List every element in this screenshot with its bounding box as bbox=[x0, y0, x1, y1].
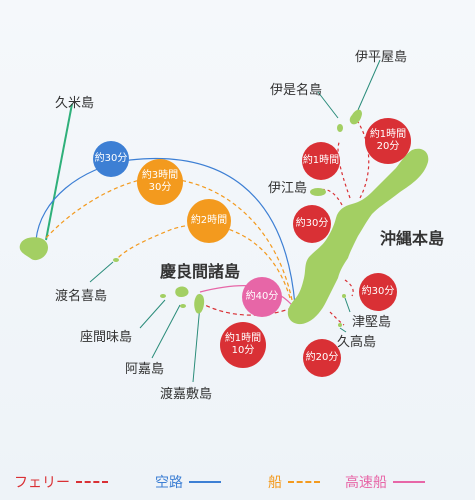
badge-text: 約1時間 bbox=[369, 129, 407, 140]
badge-kerama-ferry: 約1時間 10分 bbox=[220, 322, 266, 368]
zamami-pointer bbox=[139, 299, 166, 329]
ferry-route-iheya bbox=[357, 121, 370, 199]
badge-ie-ferry: 約30分 bbox=[293, 205, 331, 243]
ferry-route-kerama bbox=[204, 304, 293, 316]
label-okinawa: 沖縄本島 bbox=[380, 229, 445, 248]
legend-ship-label: 船 bbox=[268, 475, 282, 491]
badge-text: 約1時間 bbox=[302, 155, 340, 166]
legend-ship: 船 bbox=[268, 472, 320, 492]
badge-tsuken-ferry: 約30分 bbox=[359, 273, 397, 311]
aka-pointer bbox=[151, 304, 181, 359]
label-iheya: 伊平屋島 bbox=[355, 50, 408, 65]
ferry-route-kudaka bbox=[329, 311, 345, 326]
badge-text: 約30分 bbox=[94, 153, 128, 164]
tsuken-pointer bbox=[344, 297, 351, 313]
badge-kume-ship: 約3時間 30分 bbox=[137, 159, 183, 205]
kudaka-pointer bbox=[339, 327, 347, 333]
island-zamami-small bbox=[160, 294, 166, 298]
label-ie: 伊江島 bbox=[268, 181, 308, 196]
badge-text: 約3時間 bbox=[141, 170, 179, 181]
badge-text: 10分 bbox=[231, 345, 255, 356]
badge-tonaki-ship: 約2時間 bbox=[187, 199, 231, 243]
badge-text: 約40分 bbox=[245, 291, 279, 302]
tokashiki-pointer bbox=[192, 304, 201, 383]
island-zamami bbox=[175, 286, 189, 297]
island-ie bbox=[310, 188, 326, 196]
island-izena bbox=[337, 124, 343, 132]
label-izena: 伊是名島 bbox=[270, 83, 323, 98]
legend-highspeed-label: 高速船 bbox=[345, 475, 387, 491]
tonaki-pointer bbox=[89, 261, 114, 283]
badge-kerama-highspeed: 約40分 bbox=[242, 277, 282, 317]
label-tonaki: 渡名喜島 bbox=[55, 289, 108, 304]
legend-highspeed-line bbox=[393, 481, 425, 483]
island-tonaki bbox=[113, 258, 119, 262]
label-zamami: 座間味島 bbox=[80, 330, 133, 345]
label-kerama: 慶良間諸島 bbox=[160, 262, 241, 281]
legend-ferry: フェリー bbox=[14, 472, 108, 492]
kume-pointer-line bbox=[45, 103, 73, 241]
legend-air: 空路 bbox=[155, 472, 221, 492]
island-iheya bbox=[349, 109, 362, 125]
ferry-route-tsuken bbox=[344, 279, 354, 297]
legend-ferry-line bbox=[76, 481, 108, 483]
badge-text: 約2時間 bbox=[190, 215, 228, 226]
badge-text: 約30分 bbox=[295, 218, 329, 229]
label-tokashiki: 渡嘉敷島 bbox=[160, 387, 213, 402]
badge-iheya-ferry: 約1時間 20分 bbox=[365, 118, 411, 164]
legend-highspeed: 高速船 bbox=[345, 472, 425, 492]
badge-text: 30分 bbox=[148, 182, 172, 193]
island-kume bbox=[19, 237, 48, 261]
island-tsuken bbox=[342, 294, 346, 298]
iheya-pointer bbox=[357, 59, 381, 111]
air-route-kume bbox=[35, 157, 296, 306]
legend-air-label: 空路 bbox=[155, 475, 183, 491]
badge-kudaka-ferry: 約20分 bbox=[303, 339, 341, 377]
badge-text: 20分 bbox=[376, 141, 400, 152]
badge-text: 約1時間 bbox=[224, 333, 262, 344]
label-tsuken: 津堅島 bbox=[352, 315, 392, 330]
label-kudaka: 久高島 bbox=[337, 335, 377, 350]
legend-air-line bbox=[189, 481, 221, 483]
island-kudaka bbox=[338, 323, 342, 327]
izena-pointer bbox=[317, 91, 339, 119]
island-tokashiki bbox=[194, 294, 205, 314]
legend-ferry-label: フェリー bbox=[14, 475, 70, 491]
badge-text: 約30分 bbox=[361, 286, 395, 297]
island-aka bbox=[180, 304, 186, 308]
legend-ship-line bbox=[288, 481, 320, 483]
label-kume: 久米島 bbox=[55, 96, 95, 111]
label-aka: 阿嘉島 bbox=[125, 362, 165, 377]
ferry-route-izena bbox=[337, 139, 351, 199]
legend: フェリー 空路 船 高速船 bbox=[0, 450, 475, 500]
badge-text: 約20分 bbox=[305, 352, 339, 363]
badge-izena-ferry: 約1時間 bbox=[302, 142, 340, 180]
island-okinawa-main bbox=[287, 148, 429, 325]
badge-kume-air: 約30分 bbox=[93, 141, 129, 177]
